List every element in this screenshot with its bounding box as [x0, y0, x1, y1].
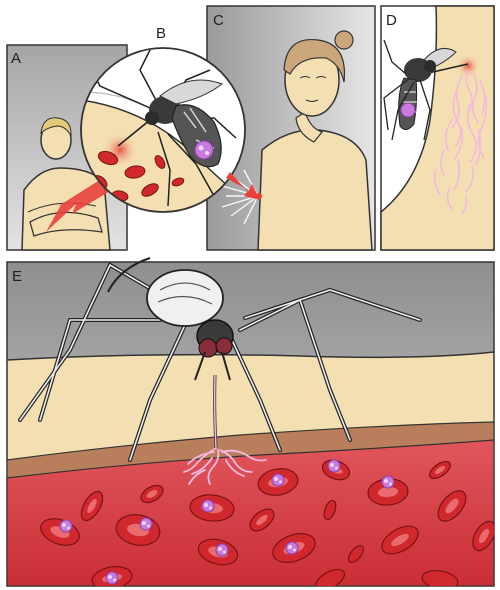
panel-d-label: D: [386, 12, 397, 29]
panel-a-label: A: [11, 50, 21, 67]
panel-c-label: C: [213, 12, 224, 29]
panel-e-label: E: [12, 268, 22, 285]
panel-d: D: [381, 6, 494, 250]
panel-b-label: B: [156, 25, 166, 42]
panel-e: E: [7, 258, 500, 590]
